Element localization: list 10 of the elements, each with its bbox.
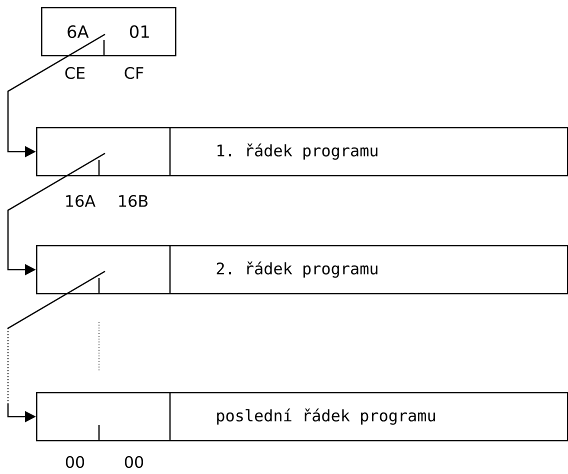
program-line-box: poslední řádek programu: [36, 392, 568, 442]
address-label: 00: [124, 456, 144, 468]
address-label: CF: [124, 66, 144, 80]
address-label: CE: [65, 66, 85, 80]
address-label: 16A: [66, 194, 96, 208]
address-label: 16B: [119, 194, 148, 208]
program-line-box: 2. řádek programu: [36, 244, 568, 294]
program-line-box: 1. řádek programu: [36, 127, 568, 176]
memory-cell-box: 6A 01: [41, 7, 176, 56]
address-label: 00: [66, 456, 84, 468]
